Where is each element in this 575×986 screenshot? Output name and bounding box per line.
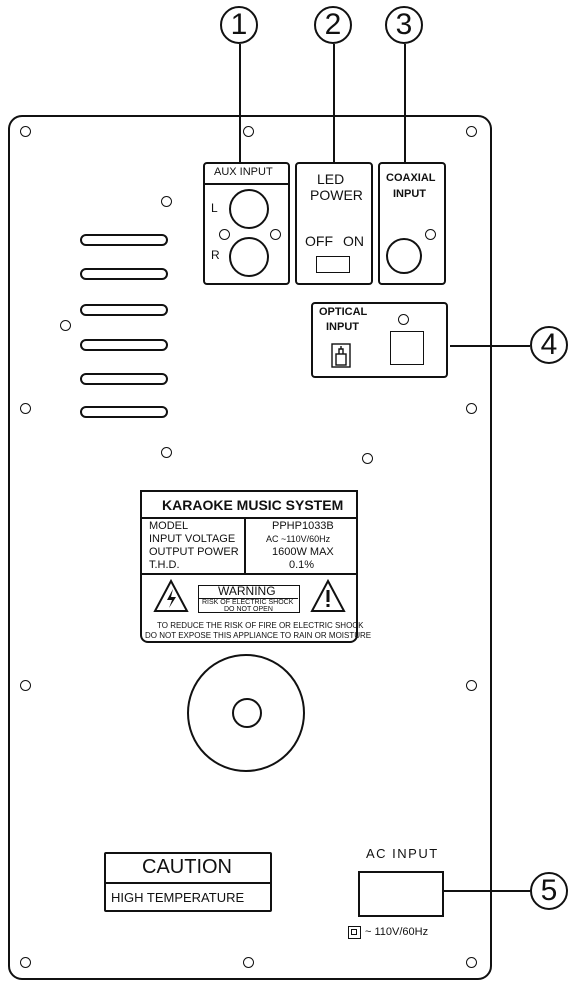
- aux-title-divider: [205, 183, 288, 185]
- rear-panel: [8, 115, 492, 980]
- callout-1: 1: [220, 6, 258, 44]
- heatsink-center: [232, 698, 262, 728]
- warning-title: WARNING: [218, 584, 276, 598]
- mounting-hole: [20, 680, 31, 691]
- leader-line-1: [239, 44, 241, 162]
- mounting-hole: [243, 126, 254, 137]
- spec-label-title: KARAOKE MUSIC SYSTEM: [162, 497, 344, 513]
- optical-input-label: INPUT: [326, 321, 359, 333]
- exclamation-warning-icon: [310, 578, 346, 613]
- spec-value: AC ~110V/60Hz: [266, 534, 331, 544]
- vent-slot: [80, 373, 168, 385]
- mounting-hole: [20, 403, 31, 414]
- power-label: POWER: [310, 187, 363, 203]
- optical-icon: [331, 343, 351, 368]
- vent-slot: [80, 406, 168, 418]
- coaxial-input-panel: [378, 162, 446, 285]
- notice-line-2: DO NOT EXPOSE THIS APPLIANCE TO RAIN OR …: [145, 631, 372, 640]
- mounting-hole: [20, 126, 31, 137]
- spec-value: 1600W MAX: [272, 546, 334, 558]
- aux-input-title: AUX INPUT: [214, 166, 273, 178]
- double-insulation-icon: [348, 926, 361, 939]
- coaxial-jack[interactable]: [386, 238, 422, 274]
- ac-input-title: AC INPUT: [366, 846, 439, 861]
- vent-slot: [80, 339, 168, 351]
- coaxial-input-label: INPUT: [393, 188, 426, 200]
- vent-slot: [80, 304, 168, 316]
- vent-slot: [80, 234, 168, 246]
- warning-line-1: RISK OF ELECTRIC SHOCK: [202, 599, 294, 606]
- spec-label-title-box: [140, 490, 358, 518]
- warning-line-2: DO NOT OPEN: [224, 606, 273, 613]
- mounting-hole: [466, 403, 477, 414]
- optical-label: OPTICAL: [319, 306, 368, 318]
- warning-box: [198, 585, 300, 613]
- mounting-hole: [161, 196, 172, 207]
- off-label: OFF: [305, 233, 333, 249]
- led-power-panel: [295, 162, 373, 285]
- callout-4: 4: [530, 326, 568, 364]
- caution-subtitle: HIGH TEMPERATURE: [111, 890, 245, 905]
- aux-right-jack[interactable]: [229, 237, 269, 277]
- vent-slot: [80, 268, 168, 280]
- spec-key: T.H.D.: [149, 559, 180, 571]
- warning-block: [140, 575, 358, 643]
- aux-screw-hole: [219, 229, 230, 240]
- spec-key: MODEL: [149, 520, 189, 532]
- double-insulation-inner: [351, 929, 357, 935]
- spec-table-divider: [244, 519, 246, 573]
- mounting-hole: [466, 126, 477, 137]
- mounting-hole: [20, 957, 31, 968]
- optical-port[interactable]: [390, 331, 424, 365]
- led-label: LED: [317, 171, 345, 187]
- mounting-hole: [466, 680, 477, 691]
- caution-title: CAUTION: [142, 856, 232, 878]
- callout-2: 2: [314, 6, 352, 44]
- ac-input-socket[interactable]: [358, 871, 444, 917]
- mounting-hole: [243, 957, 254, 968]
- spec-value: 0.1%: [289, 559, 315, 571]
- aux-right-label: R: [211, 248, 220, 262]
- notice-line-1: TO REDUCE THE RISK OF FIRE OR ELECTRIC S…: [157, 621, 364, 630]
- leader-line-5: [444, 890, 530, 892]
- coaxial-indicator-hole: [425, 229, 436, 240]
- mounting-hole: [466, 957, 477, 968]
- spec-table: [140, 517, 358, 575]
- spec-value: PPHP1033B: [272, 520, 334, 532]
- spec-key: INPUT VOLTAGE: [149, 533, 236, 545]
- heatsink-circle: [187, 654, 305, 772]
- on-label: ON: [343, 233, 364, 249]
- caution-label: [104, 852, 272, 912]
- power-switch[interactable]: [316, 256, 350, 273]
- mounting-hole: [161, 447, 172, 458]
- electric-shock-warning-icon: [153, 578, 189, 613]
- coaxial-label: COAXIAL: [386, 172, 436, 184]
- caution-divider: [106, 882, 270, 884]
- warning-divider: [199, 598, 298, 600]
- aux-left-label: L: [211, 201, 218, 215]
- aux-input-panel: [203, 162, 290, 285]
- callout-5: 5: [530, 872, 568, 910]
- leader-line-2: [333, 44, 335, 162]
- callout-3: 3: [385, 6, 423, 44]
- aux-left-jack[interactable]: [229, 189, 269, 229]
- mounting-hole: [60, 320, 71, 331]
- mounting-hole: [362, 453, 373, 464]
- ac-input-rating: ~ 110V/60Hz: [365, 926, 429, 938]
- spec-key: OUTPUT POWER: [149, 546, 239, 558]
- aux-screw-hole: [270, 229, 281, 240]
- leader-line-3: [404, 44, 406, 162]
- optical-input-panel: [311, 302, 448, 378]
- optical-indicator-hole: [398, 314, 409, 325]
